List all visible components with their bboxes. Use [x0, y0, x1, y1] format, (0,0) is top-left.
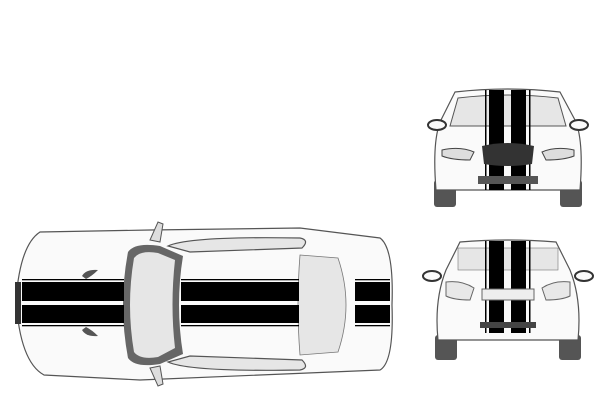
- rear-tire-left: [435, 335, 457, 360]
- rear-mirror-left: [422, 270, 442, 282]
- racing-stripes-rear: [485, 241, 531, 333]
- hood-vent-top: [82, 269, 98, 279]
- mirror-bottom: [149, 365, 164, 387]
- car-body-outline: [15, 227, 393, 381]
- taillight-right: [541, 281, 571, 301]
- car-top-view: [15, 221, 393, 387]
- kidney-grille: [482, 143, 534, 166]
- side-window-top: [166, 237, 307, 253]
- headlight-left: [441, 147, 475, 161]
- headlight-right: [541, 147, 575, 161]
- hood-vent-bottom: [82, 327, 98, 337]
- racing-stripes-top-view: [22, 279, 390, 327]
- rear-diffuser: [480, 322, 536, 328]
- rear-mirror-right: [574, 270, 594, 282]
- front-bumper-dark: [15, 282, 21, 324]
- mirror-right: [569, 119, 589, 131]
- windshield: [130, 252, 175, 358]
- mirror-left: [427, 119, 447, 131]
- car-rear-view: [422, 239, 594, 360]
- rear-tire-right: [559, 335, 581, 360]
- license-plate: [481, 288, 535, 301]
- front-windshield: [449, 94, 567, 127]
- taillight-left: [445, 281, 475, 301]
- mirror-top: [149, 221, 164, 243]
- side-window-bottom: [166, 355, 307, 371]
- car-front-view: [427, 88, 589, 207]
- rear-window: [297, 254, 347, 356]
- rear-window: [457, 247, 559, 271]
- lower-grille: [478, 176, 538, 184]
